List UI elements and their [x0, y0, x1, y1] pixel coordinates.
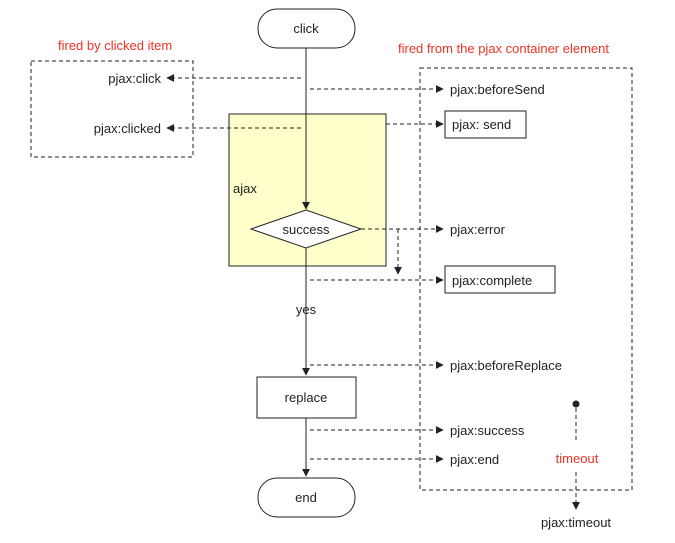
caption-container: fired from the pjax container element — [398, 41, 609, 56]
event-pjax-before-replace: pjax:beforeReplace — [450, 358, 562, 373]
click-node-label: click — [293, 21, 319, 36]
replace-node-label: replace — [285, 390, 328, 405]
yes-label: yes — [296, 302, 317, 317]
ajax-label: ajax — [233, 181, 257, 196]
event-pjax-success: pjax:success — [450, 423, 525, 438]
replace-node — [256, 376, 357, 419]
event-pjax-timeout: pjax:timeout — [541, 515, 611, 530]
event-pjax-clicked: pjax:clicked — [94, 121, 161, 136]
clicked-item-group — [30, 60, 194, 158]
event-pjax-before-send: pjax:beforeSend — [450, 82, 545, 97]
event-send-box — [444, 110, 527, 139]
event-complete-box — [444, 265, 556, 294]
end-node-label: end — [295, 490, 317, 505]
event-pjax-complete: pjax:complete — [452, 273, 532, 288]
timeout-start-dot — [572, 400, 580, 408]
caption-clicked-item: fired by clicked item — [58, 38, 172, 53]
container-group — [419, 67, 633, 491]
event-pjax-click: pjax:click — [108, 71, 161, 86]
click-node — [257, 8, 356, 49]
success-decision-label: success — [283, 222, 330, 237]
event-pjax-end: pjax:end — [450, 452, 499, 467]
timeout-label: timeout — [556, 451, 599, 466]
event-pjax-send: pjax: send — [452, 117, 511, 132]
end-node — [257, 477, 356, 518]
event-pjax-error: pjax:error — [450, 222, 506, 237]
